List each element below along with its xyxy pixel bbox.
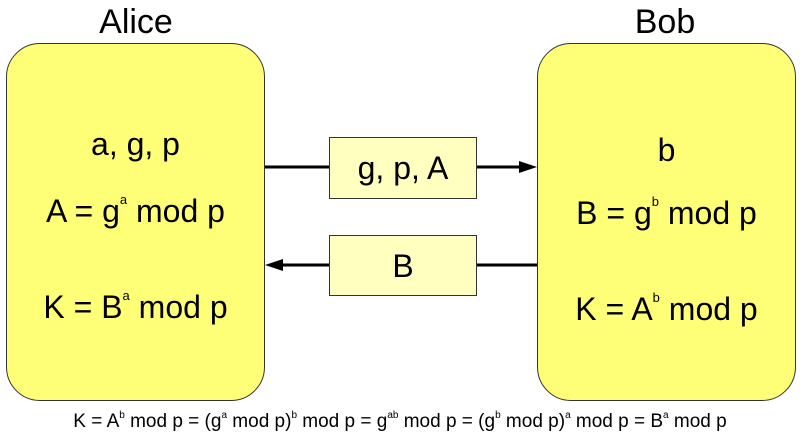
bob-public-value: B = gb mod p — [576, 194, 757, 231]
message-to-alice-label: B — [392, 247, 414, 284]
message-to-bob: g, p, A — [329, 137, 477, 199]
bob-panel: b B = gb mod p K = Ab mod p — [537, 43, 796, 401]
to-bob-arrowhead — [519, 161, 537, 173]
alice-title: Alice — [99, 3, 173, 41]
key-derivation-equation: K = Ab mod p = (ga mod p)b mod p = gab m… — [73, 410, 727, 433]
alice-public-value: A = ga mod p — [46, 192, 225, 229]
alice-shared-key: K = Ba mod p — [43, 288, 228, 325]
bob-params: b — [657, 132, 676, 168]
alice-params: a, g, p — [91, 126, 180, 162]
message-to-alice: B — [329, 235, 477, 296]
to-alice-arrowhead — [265, 259, 283, 271]
bob-shared-key: K = Ab mod p — [575, 290, 758, 327]
message-to-bob-label: g, p, A — [357, 150, 449, 186]
alice-panel: a, g, p A = ga mod p K = Ba mod p — [6, 43, 265, 401]
bob-title: Bob — [634, 3, 696, 41]
